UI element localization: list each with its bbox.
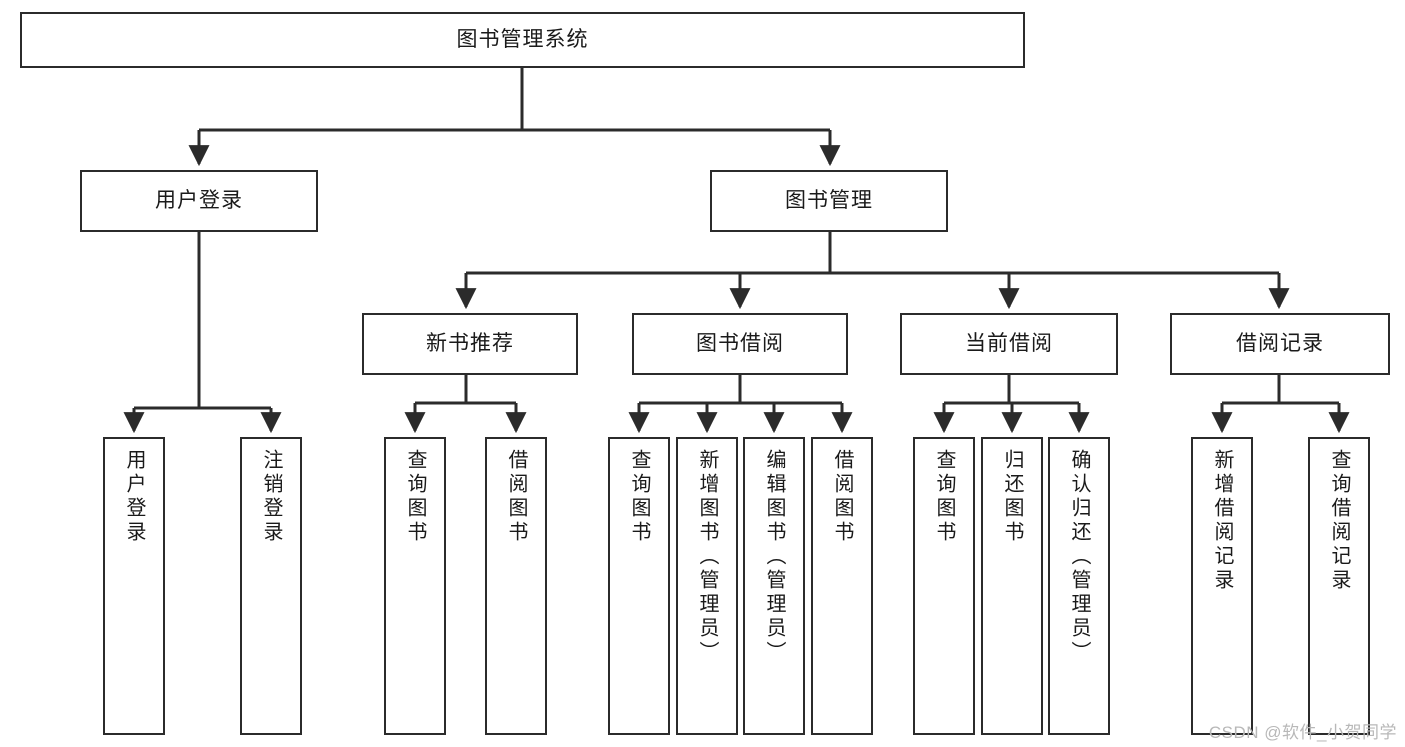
node-label: 新增借阅记录 xyxy=(1211,449,1233,593)
node-label: 当前借阅 xyxy=(965,331,1053,355)
node-label: 新书推荐 xyxy=(426,331,514,355)
node-label: 用户登录 xyxy=(155,188,243,212)
node-label: 图书管理系统 xyxy=(456,27,589,51)
node-user-login[interactable]: 用户登录 xyxy=(80,170,318,232)
node-leaf-current-query-book[interactable]: 查询图书 xyxy=(913,437,975,735)
node-label: 编辑图书（管理员） xyxy=(763,449,785,665)
node-new-book-recommend[interactable]: 新书推荐 xyxy=(362,313,578,375)
node-leaf-borrow-edit-book-admin[interactable]: 编辑图书（管理员） xyxy=(743,437,805,735)
node-leaf-recommend-borrow-book[interactable]: 借阅图书 xyxy=(485,437,547,735)
node-label: 查询图书 xyxy=(933,449,955,545)
node-label: 借阅图书 xyxy=(505,449,527,545)
node-root-book-management-system[interactable]: 图书管理系统 xyxy=(20,12,1025,68)
node-label: 查询图书 xyxy=(404,449,426,545)
node-label: 图书管理 xyxy=(785,188,873,212)
node-book-borrow[interactable]: 图书借阅 xyxy=(632,313,848,375)
node-leaf-user-login-signout[interactable]: 注销登录 xyxy=(240,437,302,735)
node-label: 查询图书 xyxy=(628,449,650,545)
node-book-management[interactable]: 图书管理 xyxy=(710,170,948,232)
node-leaf-record-add-record[interactable]: 新增借阅记录 xyxy=(1191,437,1253,735)
node-label: 借阅记录 xyxy=(1236,331,1324,355)
node-label: 借阅图书 xyxy=(831,449,853,545)
node-label: 注销登录 xyxy=(260,449,282,545)
node-leaf-current-return-book[interactable]: 归还图书 xyxy=(981,437,1043,735)
node-label: 查询借阅记录 xyxy=(1328,449,1350,593)
node-label: 归还图书 xyxy=(1001,449,1023,545)
node-label: 确认归还（管理员） xyxy=(1068,449,1090,665)
node-label: 新增图书（管理员） xyxy=(696,449,718,665)
node-label: 图书借阅 xyxy=(696,331,784,355)
node-leaf-borrow-add-book-admin[interactable]: 新增图书（管理员） xyxy=(676,437,738,735)
node-borrow-record[interactable]: 借阅记录 xyxy=(1170,313,1390,375)
node-leaf-record-query-record[interactable]: 查询借阅记录 xyxy=(1308,437,1370,735)
node-leaf-borrow-borrow-book[interactable]: 借阅图书 xyxy=(811,437,873,735)
node-current-borrow[interactable]: 当前借阅 xyxy=(900,313,1118,375)
node-leaf-borrow-query-book[interactable]: 查询图书 xyxy=(608,437,670,735)
node-leaf-recommend-query-book[interactable]: 查询图书 xyxy=(384,437,446,735)
node-leaf-user-login-signin[interactable]: 用户登录 xyxy=(103,437,165,735)
node-label: 用户登录 xyxy=(123,449,145,545)
node-leaf-current-confirm-return-admin[interactable]: 确认归还（管理员） xyxy=(1048,437,1110,735)
